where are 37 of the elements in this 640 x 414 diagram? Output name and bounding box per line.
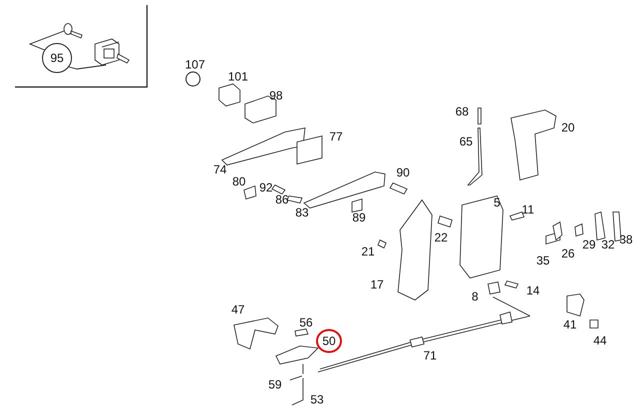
callout-number: 5: [494, 196, 500, 210]
callout-number: 95: [42, 43, 72, 73]
callout-number: 80: [232, 176, 246, 188]
leader-line: [28, 30, 64, 52]
callout-number: 107: [184, 58, 206, 72]
callout-number: 32: [601, 238, 615, 252]
callout-number: 68: [455, 106, 469, 118]
callout-number: 41: [563, 318, 577, 332]
callout-number: 92: [259, 182, 273, 194]
callout-number: 101: [228, 70, 248, 84]
callout-number: 74: [213, 164, 227, 176]
callout-number: 26: [561, 248, 575, 260]
callout-number: 29: [582, 238, 596, 252]
callout-number: 21: [361, 246, 375, 258]
callout-number: 98: [269, 90, 283, 102]
callout-number: 44: [593, 334, 607, 348]
leader-line: [68, 64, 106, 70]
callout-number: 53: [310, 394, 324, 406]
callout-number: 89: [352, 212, 366, 224]
callout-number: 90: [396, 166, 410, 180]
callout-number: 22: [434, 232, 448, 244]
callout-number: 8: [472, 290, 478, 304]
callout-number: 17: [370, 278, 384, 292]
callout-number: 20: [561, 122, 575, 134]
callout-number: 38: [619, 234, 633, 246]
callout-number: 56: [299, 316, 313, 330]
callout-number: 11: [522, 204, 534, 216]
callout-number: 83: [295, 206, 309, 220]
callout-number: 14: [526, 284, 540, 298]
callout-number: 47: [231, 304, 245, 316]
callout-number: 65: [459, 136, 473, 148]
callout-number: 71: [423, 350, 437, 362]
callout-number: 59: [268, 378, 282, 392]
callout-number: 35: [536, 254, 550, 268]
callout-number: 86: [275, 194, 289, 206]
callout-number: 77: [329, 130, 343, 144]
highlighted-callout-number: 50: [316, 329, 342, 353]
